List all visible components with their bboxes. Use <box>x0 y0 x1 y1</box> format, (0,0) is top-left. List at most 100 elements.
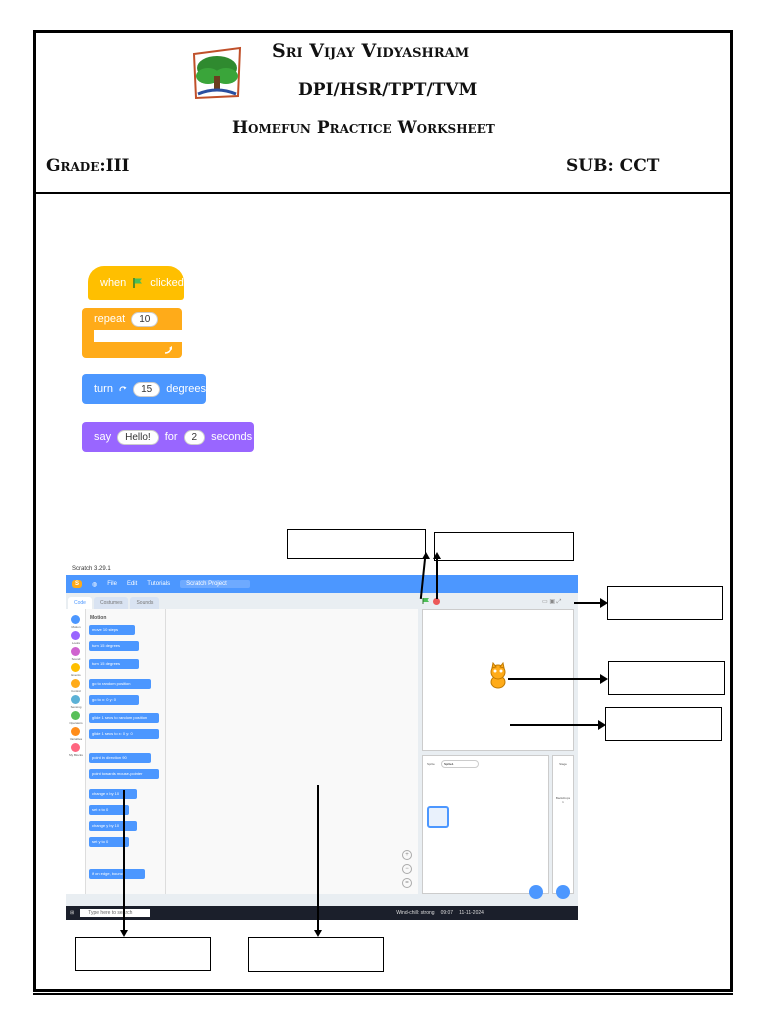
degrees-label: degrees <box>166 383 206 395</box>
sprite-thumbnail[interactable] <box>427 806 449 828</box>
palette-block[interactable]: turn 15 degrees <box>89 641 139 651</box>
say-duration: 2 <box>183 429 206 445</box>
palette-title: Motion <box>90 615 107 621</box>
zoom-reset-button[interactable]: = <box>402 878 412 888</box>
arrow-stage <box>510 724 598 726</box>
worksheet-title: Homefun Practice Worksheet <box>232 118 495 138</box>
palette-block[interactable]: go to x: 0 y: 0 <box>89 695 139 705</box>
category-my-blocks-icon[interactable] <box>71 743 80 752</box>
palette-block[interactable]: if on edge, bounce <box>89 869 145 879</box>
palette-block[interactable]: set y to 0 <box>89 837 129 847</box>
stage-size-icons[interactable]: ▭ ▣ ⤢ <box>542 599 562 605</box>
block-palette: Motion move 10 steps turn 15 degrees turn … <box>86 609 166 894</box>
subject-label: SUB: CCT <box>566 156 660 176</box>
code-area[interactable]: + − = <box>166 609 418 894</box>
taskbar-time: 09:07 <box>440 910 454 916</box>
taskbar-search-input[interactable]: Type here to search <box>80 909 151 917</box>
palette-block[interactable]: glide 1 secs to random position <box>89 713 159 723</box>
category-sensing-icon[interactable] <box>71 695 80 704</box>
rotate-right-icon <box>119 386 127 392</box>
palette-block[interactable]: change x by 10 <box>89 789 137 799</box>
header-divider <box>33 192 733 194</box>
clicked-label: clicked <box>150 277 184 289</box>
project-title-input[interactable]: Scratch Project <box>180 580 251 588</box>
say-label: say <box>94 431 112 443</box>
sprite-pane: Sprite Sprite1 <box>422 755 549 894</box>
answer-box-green-flag[interactable] <box>287 529 426 559</box>
category-operators-icon[interactable] <box>71 711 80 720</box>
repeat-label: repeat <box>94 313 126 325</box>
menu-edit[interactable]: Edit <box>126 581 138 587</box>
green-flag-icon <box>133 278 143 288</box>
zoom-in-button[interactable]: + <box>402 850 412 860</box>
palette-block[interactable]: point in direction 90 <box>89 753 151 763</box>
category-label: Sensing <box>70 705 82 709</box>
sprite-name-input[interactable]: Sprite1 <box>441 760 479 768</box>
sprite-label: Sprite <box>427 762 435 766</box>
arrow-sprite <box>508 678 600 680</box>
palette-block[interactable]: go to random position <box>89 679 151 689</box>
category-label: Sound <box>71 657 81 661</box>
arrow-stage-size <box>574 602 600 604</box>
arrow-block-palette <box>123 790 125 930</box>
answer-box-stop[interactable] <box>434 532 574 561</box>
turn-value: 15 <box>133 381 161 397</box>
page-border <box>33 30 733 992</box>
palette-block[interactable]: point towards mouse-pointer <box>89 769 159 779</box>
school-logo-icon <box>192 46 242 100</box>
when-flag-block: when clicked <box>88 266 184 300</box>
tab-costumes[interactable]: Costumes <box>93 597 129 609</box>
answer-box-stage-size[interactable] <box>607 586 723 620</box>
category-motion-icon[interactable] <box>71 615 80 624</box>
say-block: say Hello! for 2 seconds <box>82 422 254 452</box>
tab-code[interactable]: Code <box>68 597 92 609</box>
palette-block[interactable]: turn 15 degrees <box>89 659 139 669</box>
palette-block[interactable]: glide 1 secs to x: 0 y: 0 <box>89 729 159 739</box>
scratch-logo-icon: S <box>72 580 83 588</box>
stage-pane: Stage Backdrops 1 <box>552 755 574 894</box>
windows-start-icon[interactable]: ⊞ <box>70 910 75 916</box>
for-label: for <box>164 431 178 443</box>
turn-label: turn <box>94 383 113 395</box>
answer-box-sprite[interactable] <box>608 661 725 695</box>
backdrops-label: Backdrops <box>555 796 571 800</box>
school-name: Sri Vijay Vidyashram <box>272 40 470 62</box>
say-text: Hello! <box>117 429 159 445</box>
answer-box-block-palette[interactable] <box>75 937 211 971</box>
category-events-icon[interactable] <box>71 663 80 672</box>
editor-tabs: Code Costumes Sounds <box>66 593 418 609</box>
category-sound-icon[interactable] <box>71 647 80 656</box>
tab-sounds[interactable]: Sounds <box>130 597 160 609</box>
category-variables-icon[interactable] <box>71 727 80 736</box>
cat-sprite-icon[interactable] <box>483 662 513 692</box>
category-label: Motion <box>71 625 81 629</box>
category-looks-icon[interactable] <box>71 631 80 640</box>
arrowhead-green-flag <box>422 552 430 559</box>
category-control-icon[interactable] <box>71 679 80 688</box>
stage[interactable] <box>422 609 574 751</box>
seconds-label: seconds <box>211 431 253 443</box>
choose-backdrop-button[interactable] <box>556 885 570 899</box>
globe-icon[interactable]: ◍ <box>92 581 98 588</box>
answer-box-stage[interactable] <box>605 707 722 741</box>
palette-block[interactable]: set x to 0 <box>89 805 129 815</box>
palette-block[interactable]: move 10 steps <box>89 625 135 635</box>
menu-bar: S ◍ File Edit Tutorials Scratch Project <box>66 575 578 593</box>
answer-box-code-area[interactable] <box>248 937 384 972</box>
menu-file[interactable]: File <box>107 581 117 587</box>
weather-text: Wind-chill: strong <box>396 910 435 916</box>
category-label: My Blocks <box>69 753 83 757</box>
branch-codes: DPI/HSR/TPT/TVM <box>298 80 478 100</box>
choose-sprite-button[interactable] <box>529 885 543 899</box>
zoom-out-button[interactable]: − <box>402 864 412 874</box>
palette-block[interactable]: change y by 10 <box>89 821 137 831</box>
green-flag-icon[interactable] <box>422 597 430 605</box>
category-label: Variables <box>69 737 83 741</box>
grade-label: Grade:III <box>46 156 130 176</box>
category-label: Looks <box>71 641 80 645</box>
menu-tutorials[interactable]: Tutorials <box>147 581 171 587</box>
repeat-block: repeat 10 <box>82 308 182 330</box>
arrowhead-sprite <box>600 674 608 684</box>
stop-button[interactable] <box>433 598 440 605</box>
